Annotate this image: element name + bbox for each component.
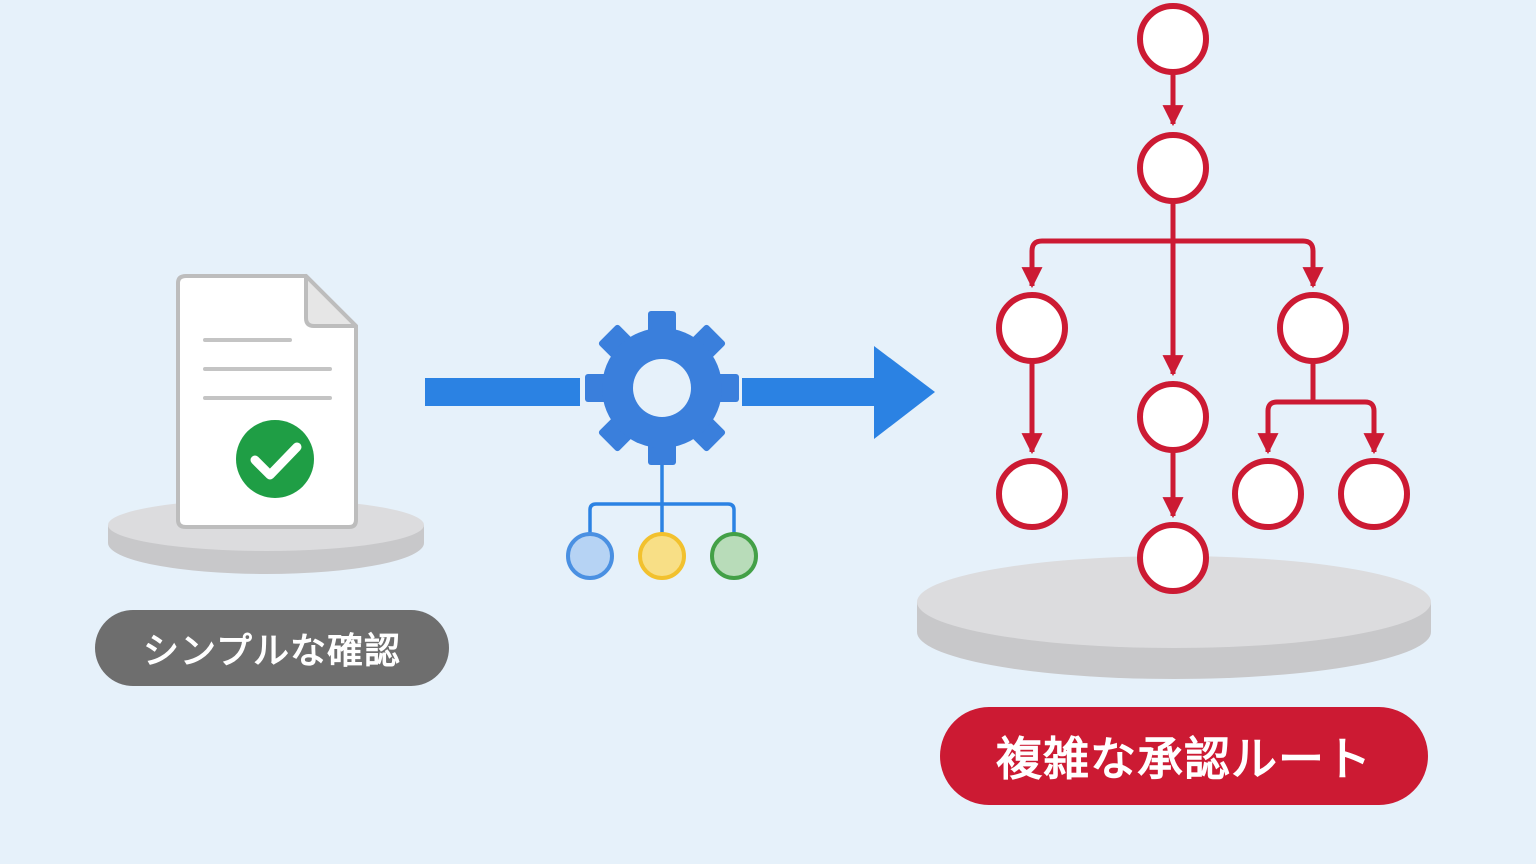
route-node	[1137, 381, 1209, 453]
route-node	[1137, 3, 1209, 75]
gear-icon	[585, 311, 739, 465]
green-node-icon	[710, 532, 758, 580]
route-node	[996, 292, 1068, 364]
route-node	[996, 458, 1068, 530]
simple-check-label: シンプルな確認	[95, 610, 449, 686]
route-node	[1137, 522, 1209, 594]
arrow-right-icon	[425, 346, 935, 439]
approval-route-connectors	[1021, 72, 1385, 519]
route-node	[1232, 458, 1304, 530]
checkmark-icon	[236, 420, 314, 498]
yellow-node-icon	[638, 532, 686, 580]
route-node	[1277, 292, 1349, 364]
right-pedestal	[917, 556, 1431, 679]
gear-branch-connector	[588, 465, 736, 533]
approval-route-nodes	[996, 3, 1410, 594]
route-node	[1137, 132, 1209, 204]
complex-approval-route-label: 複雑な承認ルート	[940, 707, 1428, 805]
blue-node-icon	[566, 532, 614, 580]
route-node	[1338, 458, 1410, 530]
